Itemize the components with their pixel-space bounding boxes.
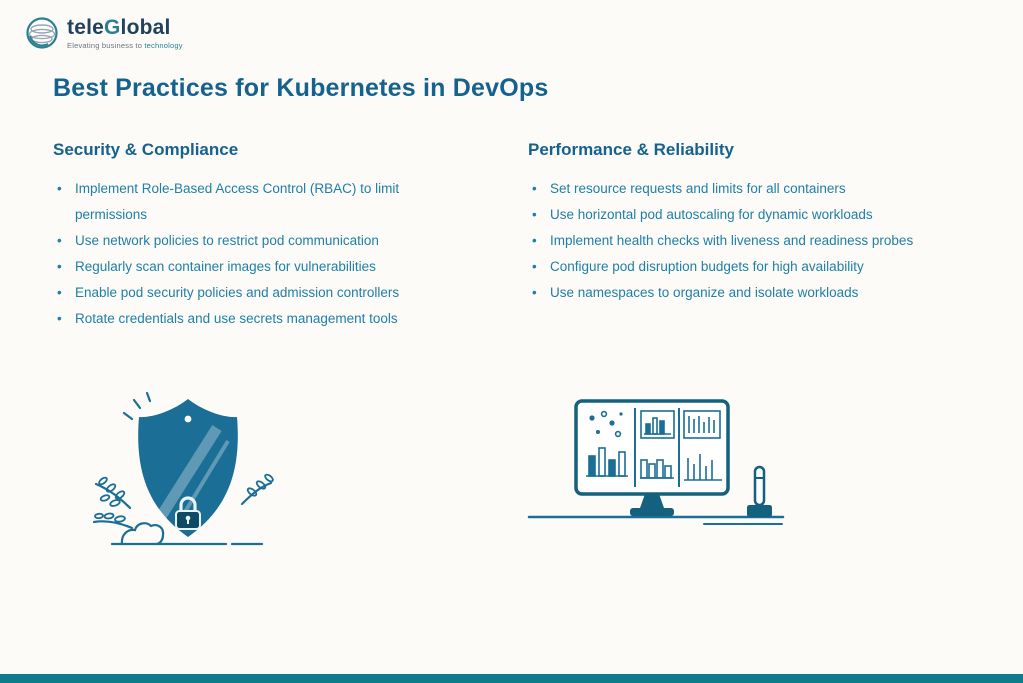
list-item: Use namespaces to organize and isolate w… [528, 280, 960, 306]
page-title: Best Practices for Kubernetes in DevOps [53, 74, 549, 102]
brand-part-tele: tele [67, 15, 104, 39]
list-item: Configure pod disruption budgets for hig… [528, 254, 960, 280]
list-item: Regularly scan container images for vuln… [53, 254, 425, 280]
logo-text: teleGlobal Elevating business to technol… [67, 17, 183, 50]
monitor-dashboard-illustration [526, 396, 786, 541]
globe-logo-icon [24, 15, 60, 51]
section-security-compliance: Security & Compliance Implement Role-Bas… [53, 140, 425, 332]
list-item: Use network policies to restrict pod com… [53, 228, 425, 254]
performance-bullet-list: Set resource requests and limits for all… [528, 176, 960, 306]
section-heading-security: Security & Compliance [53, 140, 239, 159]
brand-name: teleGlobal [67, 17, 183, 38]
section-performance-reliability: Performance & Reliability Set resource r… [528, 140, 960, 306]
shield-lock-illustration [84, 386, 299, 561]
tagline-highlight: technology [144, 40, 183, 50]
brand-part-lobal: lobal [120, 15, 171, 39]
logo: teleGlobal Elevating business to technol… [24, 15, 183, 51]
tagline-prefix: Elevating business to [67, 40, 145, 50]
bottom-accent-bar [0, 674, 1023, 683]
list-item: Set resource requests and limits for all… [528, 176, 960, 202]
security-bullet-list: Implement Role-Based Access Control (RBA… [53, 176, 425, 332]
list-item: Implement Role-Based Access Control (RBA… [53, 176, 425, 228]
brand-tagline: Elevating business to technology [67, 41, 183, 50]
brand-part-g: G [104, 15, 121, 39]
list-item: Use horizontal pod autoscaling for dynam… [528, 202, 960, 228]
section-heading-performance: Performance & Reliability [528, 140, 734, 159]
list-item: Implement health checks with liveness an… [528, 228, 960, 254]
list-item: Rotate credentials and use secrets manag… [53, 306, 425, 332]
list-item: Enable pod security policies and admissi… [53, 280, 425, 306]
